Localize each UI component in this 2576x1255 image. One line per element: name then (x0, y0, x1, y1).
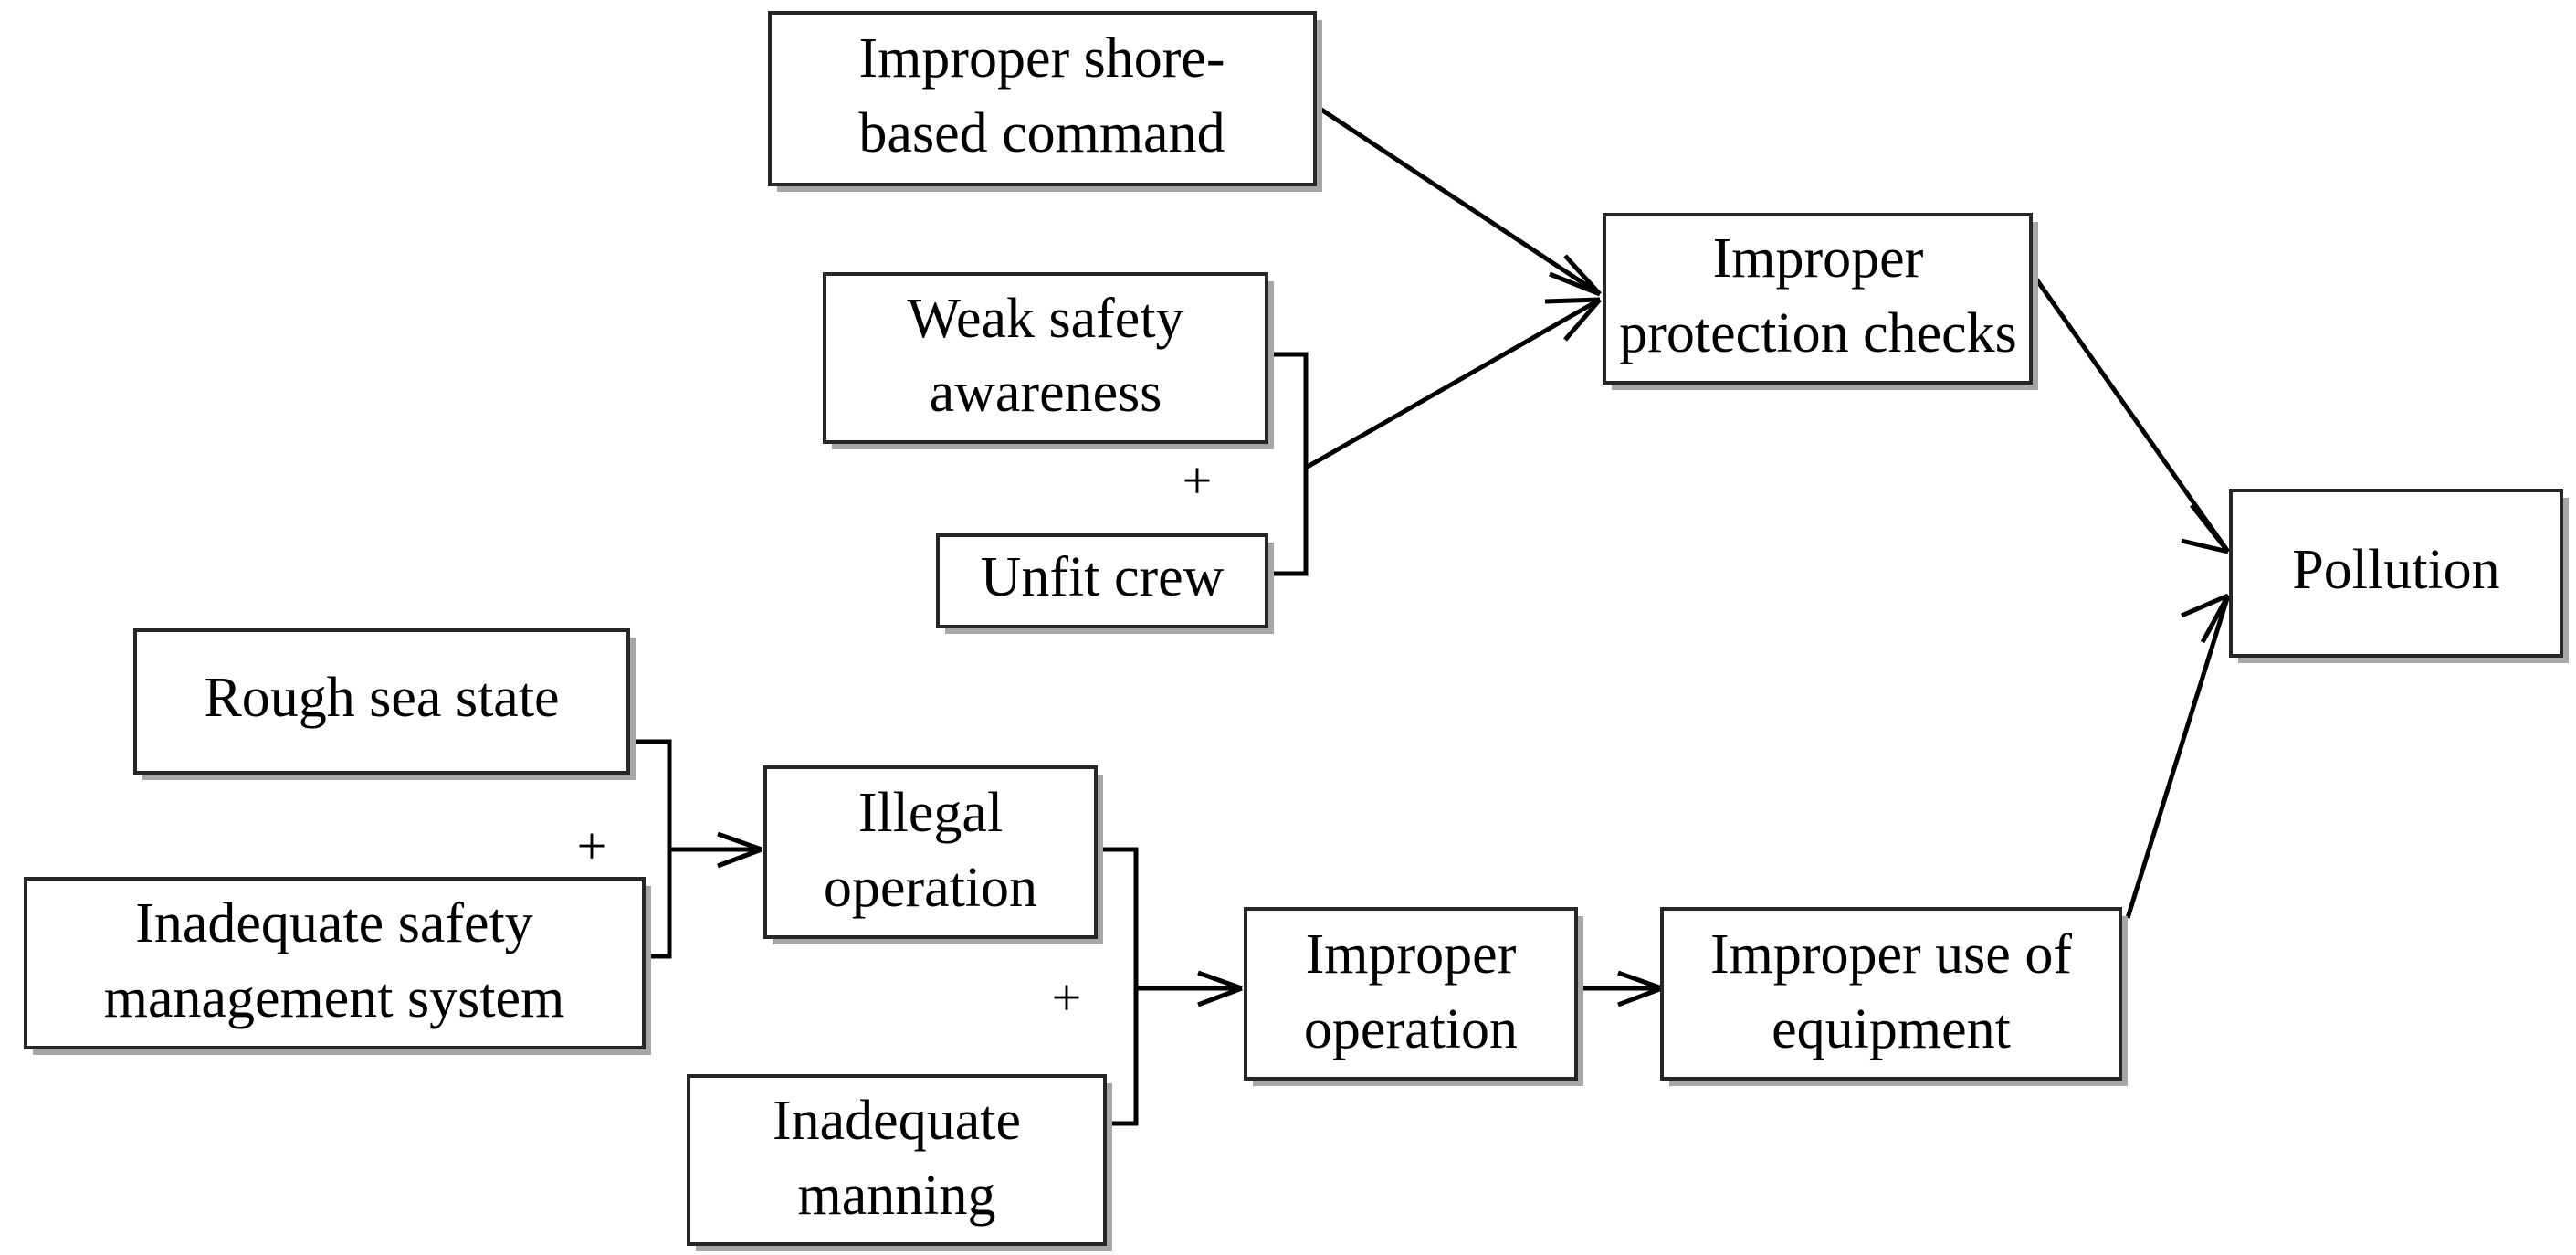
node-label-line1: Unfit crew (981, 546, 1225, 608)
edge-improper-use-of-equipment-to-pollution (2125, 593, 2231, 919)
edge-illegal-operation-group-to-improper-operation (1136, 970, 1243, 1007)
node-pollution[interactable]: Pollution (2229, 489, 2569, 663)
node-label-line1: Improper shore- (858, 27, 1225, 90)
node-improper-protection-checks[interactable]: Improper protection checks (1603, 213, 2038, 390)
node-label-line1: Pollution (2292, 539, 2499, 601)
node-unfit-crew[interactable]: Unfit crew (936, 533, 1274, 634)
node-label-line1: Weak safety (907, 288, 1183, 350)
node-label-line1: Rough sea state (204, 667, 559, 729)
node-label-line1: Inadequate (773, 1090, 1021, 1152)
node-label-line2: awareness (930, 362, 1162, 424)
node-inadequate-safety-management-system[interactable]: Inadequate safety management system (24, 877, 651, 1055)
plus-operator-weak-safety-unfit-crew: + (1183, 450, 1213, 510)
node-inadequate-manning[interactable]: Inadequate manning (687, 1074, 1112, 1251)
node-illegal-operation[interactable]: Illegal operation (763, 765, 1103, 944)
node-label-line2: based command (858, 102, 1225, 164)
node-label-line2: management system (104, 967, 564, 1029)
node-label-line1: Inadequate safety (135, 892, 532, 954)
node-label-line2: protection checks (1619, 302, 2017, 364)
plus-operator-rough-sea-inadequate-sms: + (577, 816, 607, 875)
node-label-line2: equipment (1772, 998, 2011, 1060)
node-rough-sea-state[interactable]: Rough sea state (133, 628, 636, 780)
node-weak-safety-awareness[interactable]: Weak safety awareness (823, 272, 1274, 449)
edge-rough-sea-group-to-illegal-operation (669, 831, 762, 869)
node-label-line2: operation (1304, 998, 1518, 1060)
node-label-line1: Illegal (858, 782, 1003, 844)
node-improper-use-of-equipment[interactable]: Improper use of equipment (1660, 907, 2128, 1086)
node-label-line1: Improper (1713, 227, 1924, 290)
node-improper-operation[interactable]: Improper operation (1244, 907, 1583, 1086)
plus-operator-illegal-operation-inadequate-manning: + (1052, 967, 1082, 1027)
node-label-line1: Improper use of (1710, 923, 2072, 986)
edge-protection-checks-to-pollution (2030, 272, 2231, 554)
node-label-line2: operation (824, 857, 1037, 919)
node-improper-shore-based-command[interactable]: Improper shore- based command (768, 11, 1322, 192)
edge-improper-operation-to-improper-use-of-equipment (1583, 970, 1663, 1007)
edge-weak-safety-unfit-crew-bracket (1267, 352, 1309, 576)
node-label-line2: manning (798, 1165, 996, 1227)
node-label-line1: Improper (1306, 923, 1517, 986)
edge-weak-safety-unfit-crew-to-protection-checks (1304, 297, 1602, 470)
edge-shore-based-command-to-protection-checks (1317, 105, 1602, 297)
